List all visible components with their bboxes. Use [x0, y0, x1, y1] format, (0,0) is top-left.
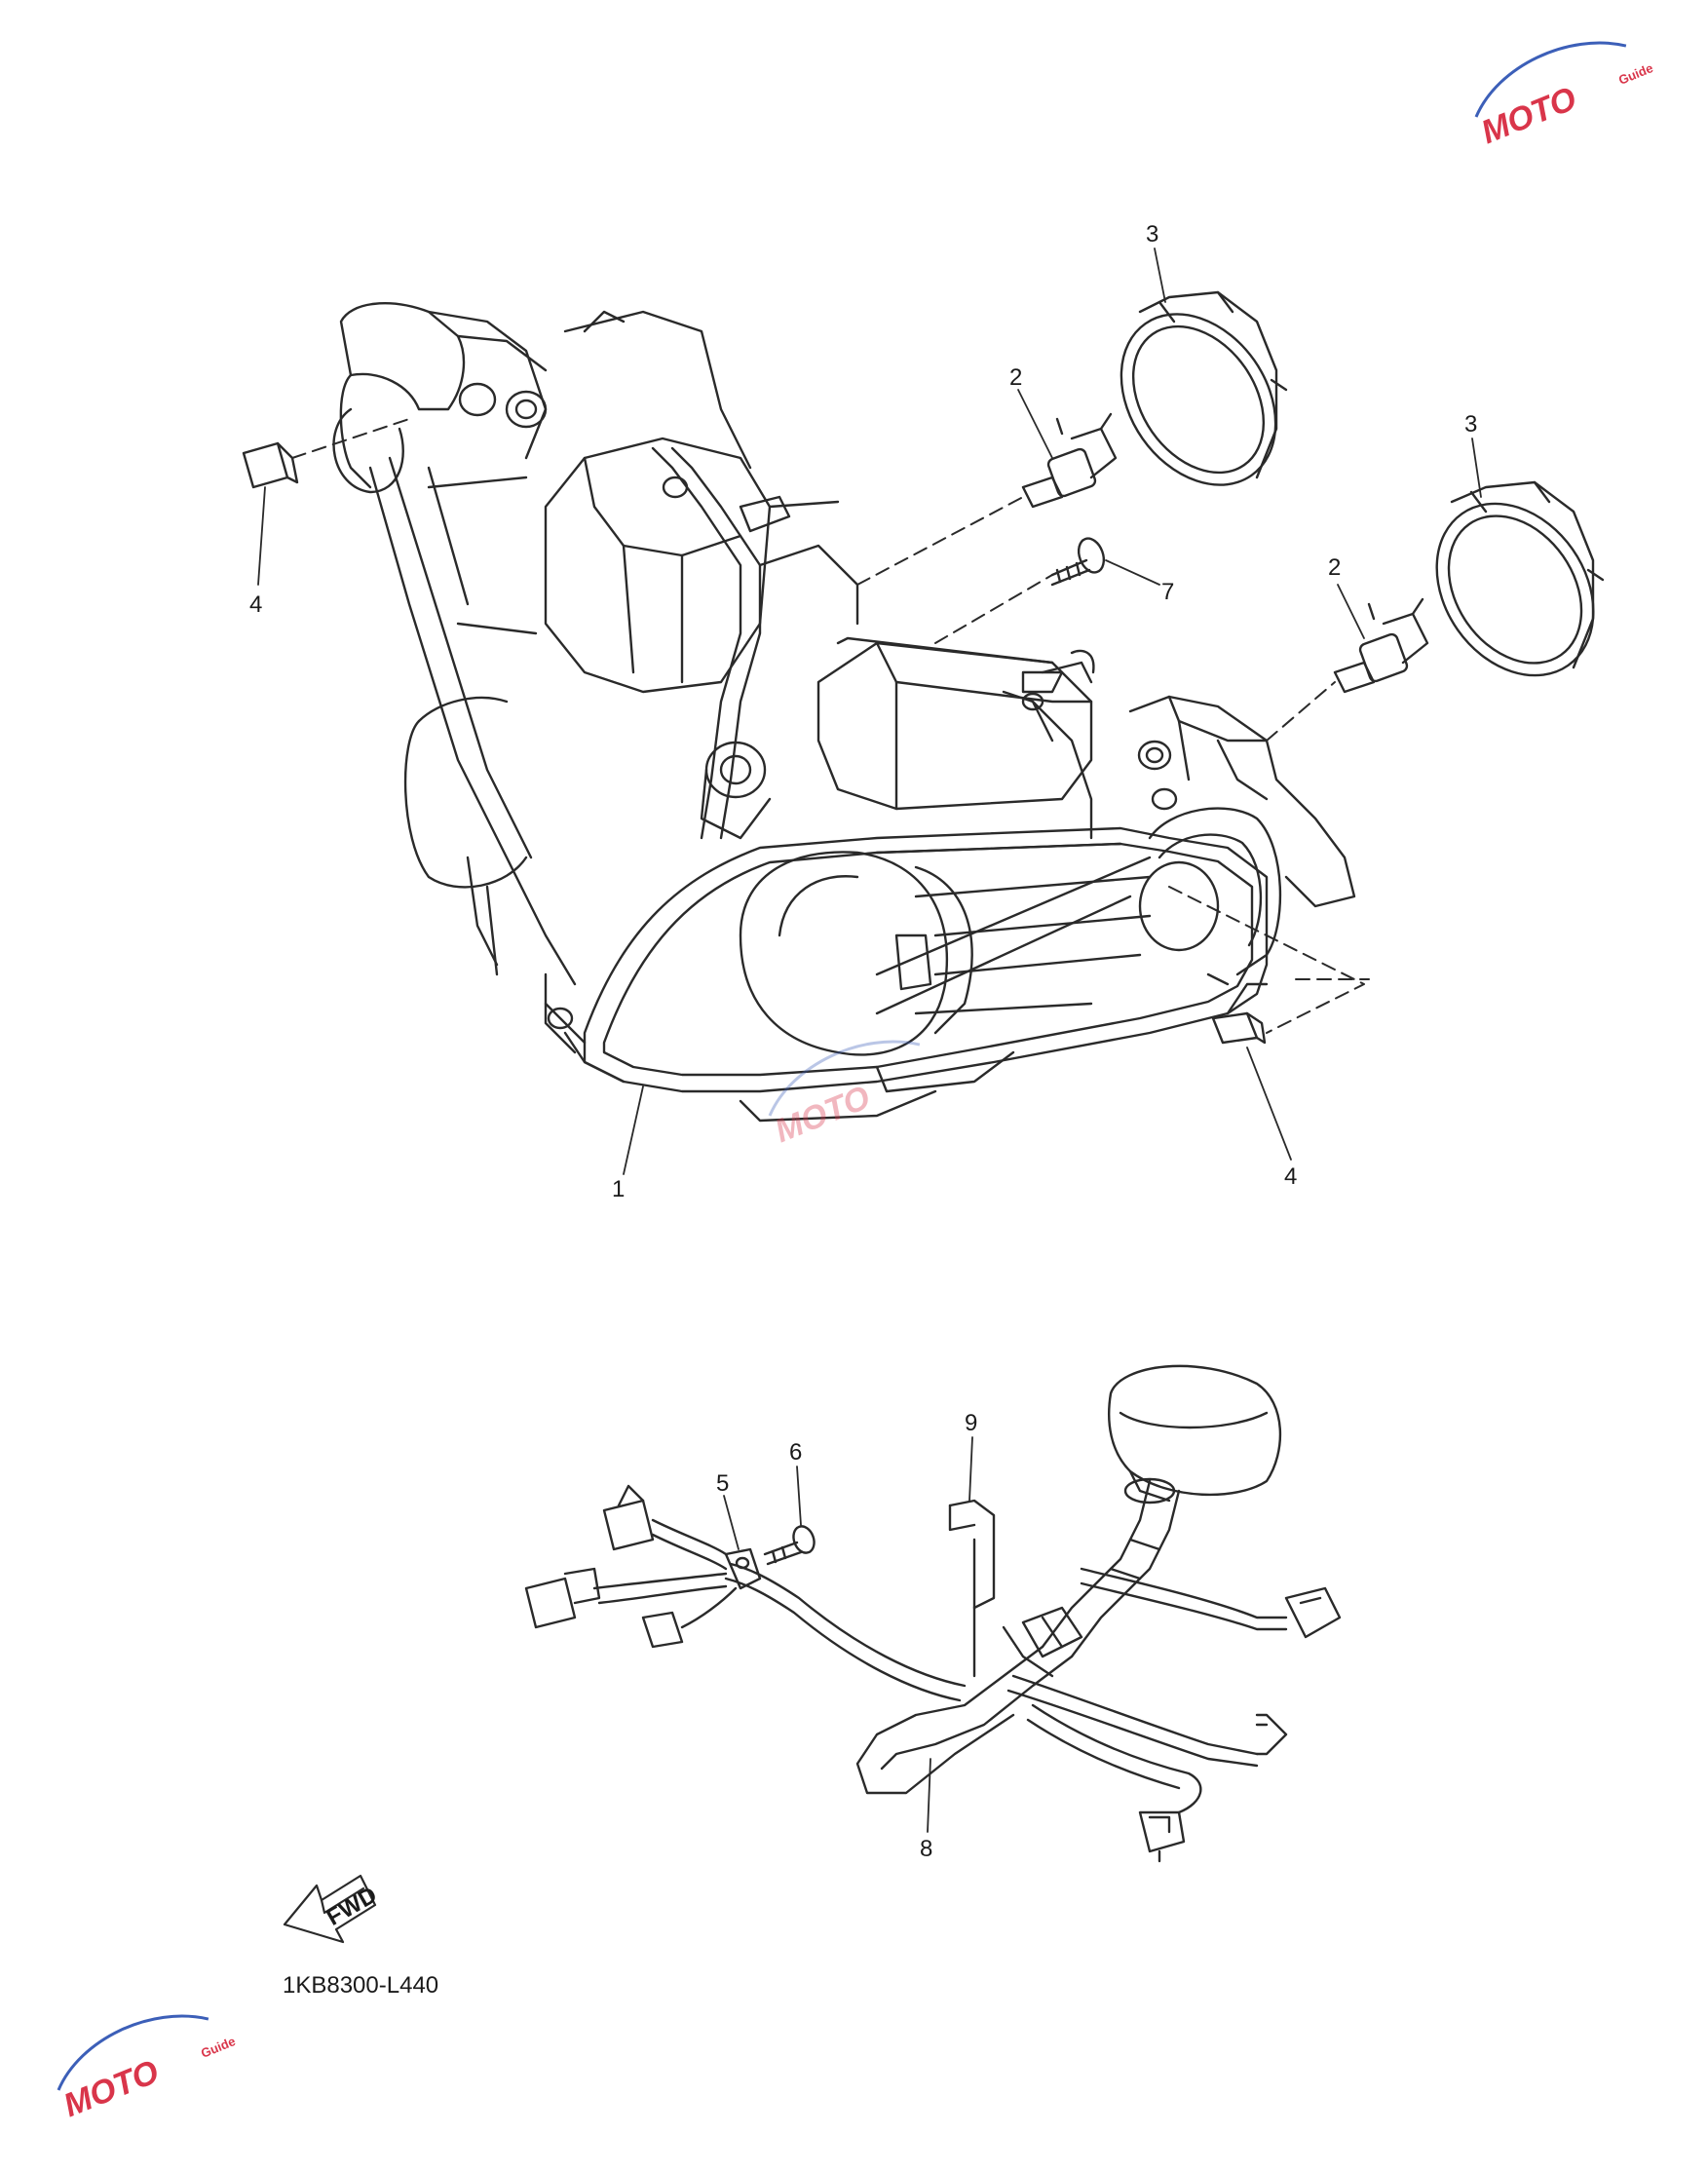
callout-4-upper: 4: [249, 591, 262, 618]
leader-lines: [257, 248, 1482, 1833]
fwd-label: FWD: [323, 1882, 382, 1931]
wiring-harness: [524, 1364, 1342, 1863]
callout-9: 9: [965, 1410, 977, 1436]
watermark-sub-top: Guide: [1616, 60, 1655, 88]
callout-3-upper: 3: [1146, 221, 1158, 248]
bulb-lower: [1333, 597, 1429, 694]
watermark-logo-center: MOTO: [768, 1040, 921, 1150]
callout-1: 1: [612, 1176, 625, 1202]
screw-6: [763, 1525, 816, 1566]
callout-labels: 1 2 2 3 3 4 4 5 6 7 8 9: [249, 221, 1477, 1862]
screw-7: [1050, 537, 1106, 587]
bulb-cover-upper: [1120, 290, 1288, 486]
callout-5: 5: [716, 1470, 729, 1497]
callout-8: 8: [920, 1836, 932, 1862]
fwd-arrow-icon: [283, 1874, 377, 1944]
bulb-cover-lower: [1435, 480, 1605, 677]
callout-7: 7: [1161, 579, 1174, 605]
watermark-logo-top: MOTO Guide: [1474, 41, 1655, 151]
watermark-logo-bottom: MOTO Guide: [57, 2014, 238, 2124]
diagram-code: 1KB8300-L440: [283, 1972, 438, 1999]
callout-2-lower: 2: [1328, 554, 1341, 581]
watermark-sub-bottom: Guide: [199, 2034, 238, 2061]
headlight-assembly: [332, 302, 1356, 1123]
callout-4-lower: 4: [1284, 1163, 1297, 1190]
grommet-lower: [1211, 1011, 1267, 1045]
assembly-lines: [291, 418, 1370, 1034]
callout-6: 6: [789, 1439, 802, 1466]
bulb-upper: [1021, 412, 1118, 509]
callout-2-upper: 2: [1009, 364, 1022, 391]
callout-3-lower: 3: [1464, 411, 1477, 438]
grommet-upper: [242, 441, 299, 489]
